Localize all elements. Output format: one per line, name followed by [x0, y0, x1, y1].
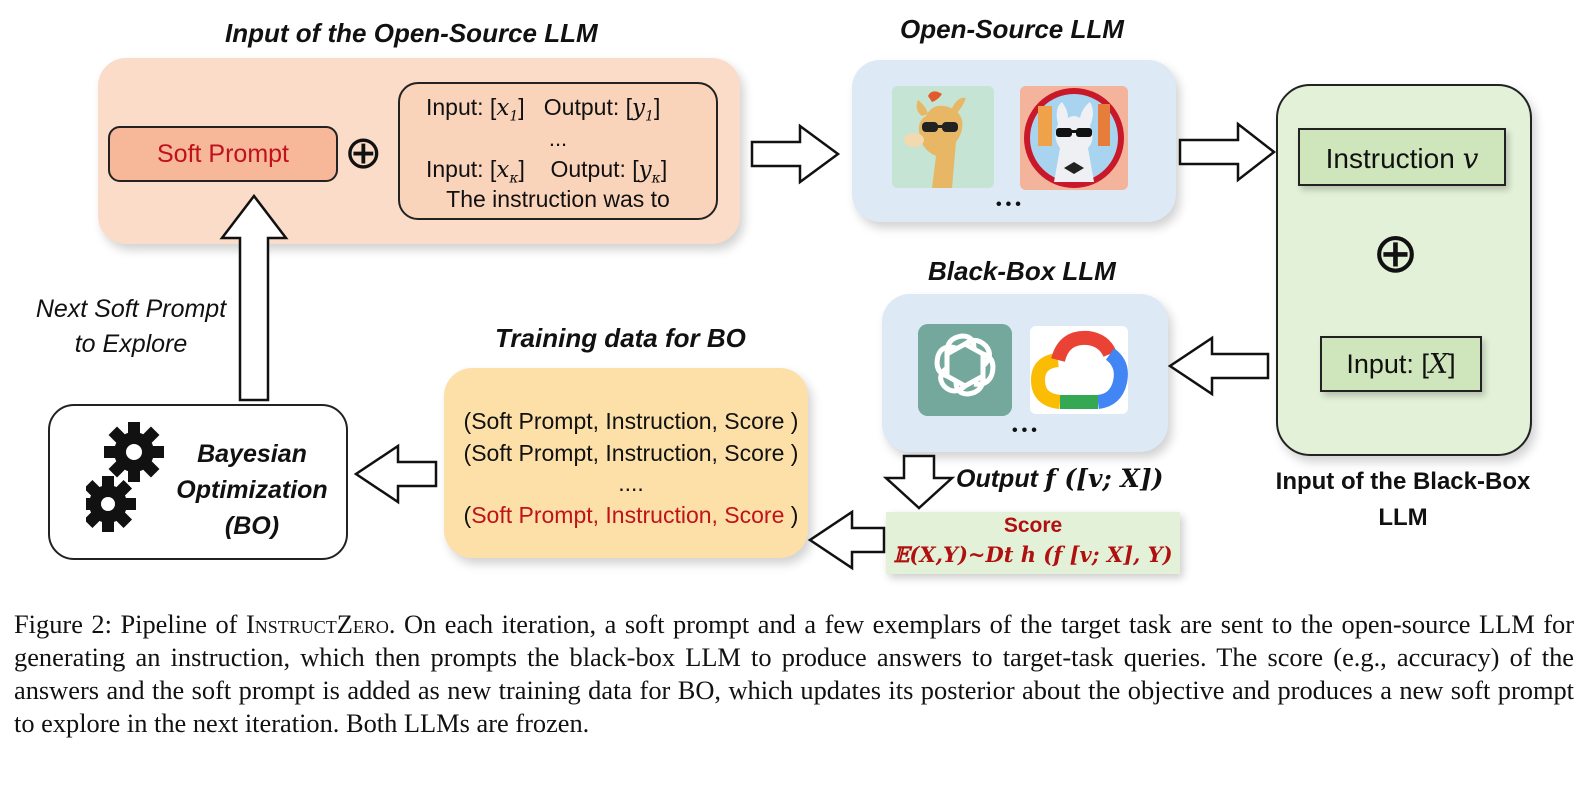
- output-label: Output f ([v; X]): [956, 464, 1164, 493]
- caption-body: . On each iteration, a soft prompt and a…: [14, 609, 1575, 738]
- input-x-box: Input: [X]: [1320, 336, 1482, 392]
- caption-method-name: InstructZero: [245, 609, 389, 639]
- next-soft-prompt-label: Next Soft Prompt to Explore: [35, 295, 227, 358]
- score-expression: 𝔼(X,Y)~Dt h (f [v; X], Y): [893, 542, 1173, 567]
- soft-prompt-box: Soft Prompt: [108, 126, 338, 182]
- title-input-black-box: Input of the Black-Box LLM: [1275, 468, 1531, 531]
- instruction-was-to: The instruction was to: [446, 186, 670, 212]
- arrow-to-black-box-input: [1178, 121, 1277, 183]
- bayesian-optimization-box: Bayesian Optimization (BO): [48, 404, 348, 560]
- bo-label: Bayesian Optimization (BO): [176, 440, 328, 540]
- score-title: Score: [1003, 514, 1063, 537]
- training-row-new: (Soft Prompt, Instruction, Score ): [463, 502, 799, 528]
- llama-circle-icon: [1020, 86, 1128, 190]
- instruction-label: Instruction v: [1325, 142, 1479, 175]
- exemplar-row-1: Input: [x1] Output: [y1]: [426, 94, 661, 125]
- title-training-data: Training data for BO: [495, 323, 746, 353]
- open-source-more-dots: •••: [996, 196, 1025, 213]
- exemplar-box: Input: [x1] Output: [y1] ... Input: [xκ]…: [398, 82, 718, 220]
- gear-icon: [86, 422, 164, 532]
- soft-prompt-label: Soft Prompt: [157, 140, 289, 168]
- exemplar-ellipsis: ...: [548, 126, 568, 151]
- google-cloud-icon: [1030, 326, 1128, 414]
- arrow-to-training-data: [807, 509, 886, 571]
- title-open-source-llm: Open-Source LLM: [900, 14, 1124, 44]
- title-black-box-llm: Black-Box LLM: [928, 256, 1116, 286]
- arrow-to-open-source-llm: [750, 123, 841, 185]
- openai-logo-icon: [918, 324, 1012, 416]
- arrow-up-soft-prompt: [219, 193, 289, 402]
- score-box: Score 𝔼(X,Y)~Dt h (f [v; X], Y): [886, 512, 1180, 574]
- exemplar-row-2: Input: [xκ] Output: [yκ]: [426, 156, 668, 187]
- instruction-box: Instruction v: [1298, 128, 1506, 186]
- caption-fig-label: Figure 2: Pipeline of: [14, 609, 246, 639]
- black-box-more-dots: •••: [1012, 422, 1041, 439]
- figure-caption: Figure 2: Pipeline of InstructZero. On e…: [14, 608, 1574, 740]
- title-input-open-source: Input of the Open-Source LLM: [225, 18, 598, 48]
- training-row-ellipsis: ....: [618, 470, 644, 496]
- arrow-down-output: [882, 454, 956, 510]
- arrow-to-black-box-llm: [1167, 335, 1270, 397]
- arrow-to-bo: [353, 443, 438, 505]
- training-row-2: (Soft Prompt, Instruction, Score ): [463, 440, 799, 466]
- oplus-icon-2: ⊕: [1372, 221, 1419, 286]
- oplus-icon: ⊕: [344, 125, 383, 179]
- input-x-label: Input: [X]: [1346, 349, 1456, 380]
- training-data-panel: [444, 368, 808, 558]
- arrows-layer: [219, 121, 1277, 571]
- alpaca-sunglasses-icon: [892, 86, 994, 188]
- training-row-1: (Soft Prompt, Instruction, Score ): [463, 408, 799, 434]
